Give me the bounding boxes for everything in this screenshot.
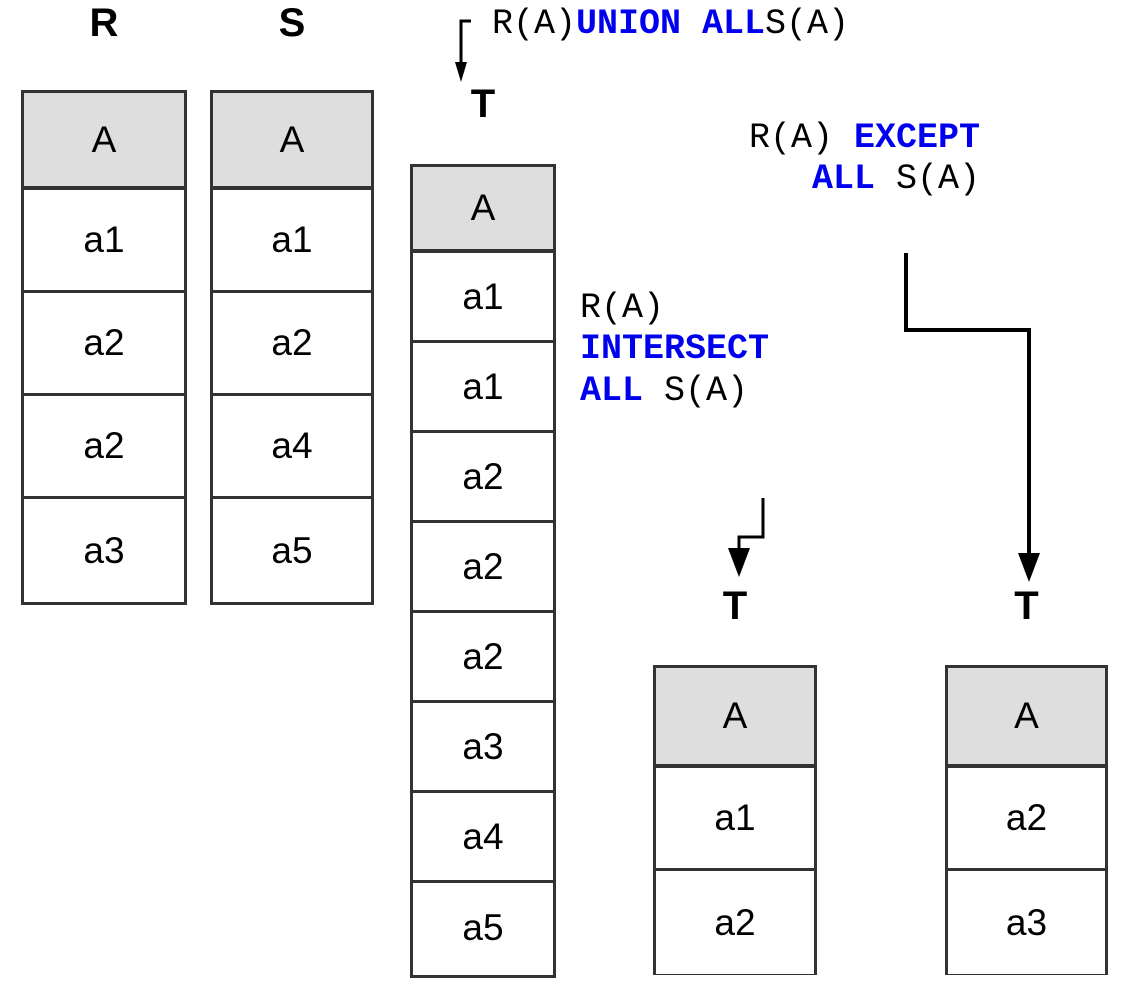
column-header-t_union: A (413, 167, 553, 253)
expression-except-operand-right: S(A) (895, 159, 980, 200)
expression-intersect-line-3: ALL S(A) (580, 371, 769, 412)
column-header-r: A (24, 93, 184, 190)
expression-union-keyword: UNION ALL (576, 4, 766, 44)
relation-label-s: S (278, 1, 306, 45)
expression-intersect-line-1: R(A) (580, 288, 769, 329)
table-row: a2 (948, 768, 1105, 871)
expression-union-operand-right: S(A) (765, 4, 850, 44)
relation-label-t-except: T (1014, 584, 1039, 628)
column-header-s: A (213, 93, 371, 190)
expression-union-operand-left: R(A) (492, 4, 577, 44)
expression-except-keyword: EXCEPT (853, 118, 980, 158)
table-row: a5 (413, 883, 553, 973)
expression-except-operand-left: R(A) (748, 118, 833, 158)
table-row: a1 (24, 190, 184, 293)
table-row: a1 (413, 343, 553, 433)
expression-intersect-operand-left: R(A) (580, 288, 665, 328)
table-row: a2 (24, 396, 184, 499)
expression-intersect-operand-right: S(A) (664, 370, 749, 411)
arrow-to-t-union-icon (455, 19, 471, 82)
expression-intersect-line-2: INTERSECT (580, 329, 769, 370)
table-row: a2 (656, 871, 814, 974)
relation-label-r: R (89, 1, 119, 45)
table-row: a3 (24, 499, 184, 602)
expression-intersect-keyword: INTERSECT (580, 329, 770, 370)
expression-union-all: R(A)UNION ALLS(A) (492, 4, 849, 45)
table-row: a3 (948, 871, 1105, 974)
table-row: a1 (413, 253, 553, 343)
expression-except-line-2: ALL S(A) (640, 159, 980, 200)
table-row: a2 (213, 293, 371, 396)
table-row: a2 (413, 613, 553, 703)
table-row: a4 (213, 396, 371, 499)
column-header-t_except: A (948, 668, 1105, 768)
table-row: a5 (213, 499, 371, 602)
expression-intersect-all-keyword: ALL (580, 370, 644, 411)
arrow-to-t-intersect-icon (728, 498, 765, 577)
table-row: a4 (413, 793, 553, 883)
expression-except-line-1: R(A) EXCEPT (640, 118, 980, 159)
table-row: a2 (24, 293, 184, 396)
table-row: a3 (413, 703, 553, 793)
table-row: a2 (413, 523, 553, 613)
table-row: a2 (413, 433, 553, 523)
table-row: a1 (656, 768, 814, 871)
table-row: a1 (213, 190, 371, 293)
expression-except-all: R(A) EXCEPT ALL S(A) (640, 118, 980, 201)
relation-label-t-union: T (470, 82, 496, 126)
relation-label-t-intersect: T (722, 584, 748, 628)
column-header-t_intersect: A (656, 668, 814, 768)
expression-intersect-all: R(A) INTERSECT ALL S(A) (580, 288, 769, 412)
expression-except-all-keyword: ALL (811, 159, 875, 200)
arrow-to-t-except-icon (904, 253, 1040, 582)
